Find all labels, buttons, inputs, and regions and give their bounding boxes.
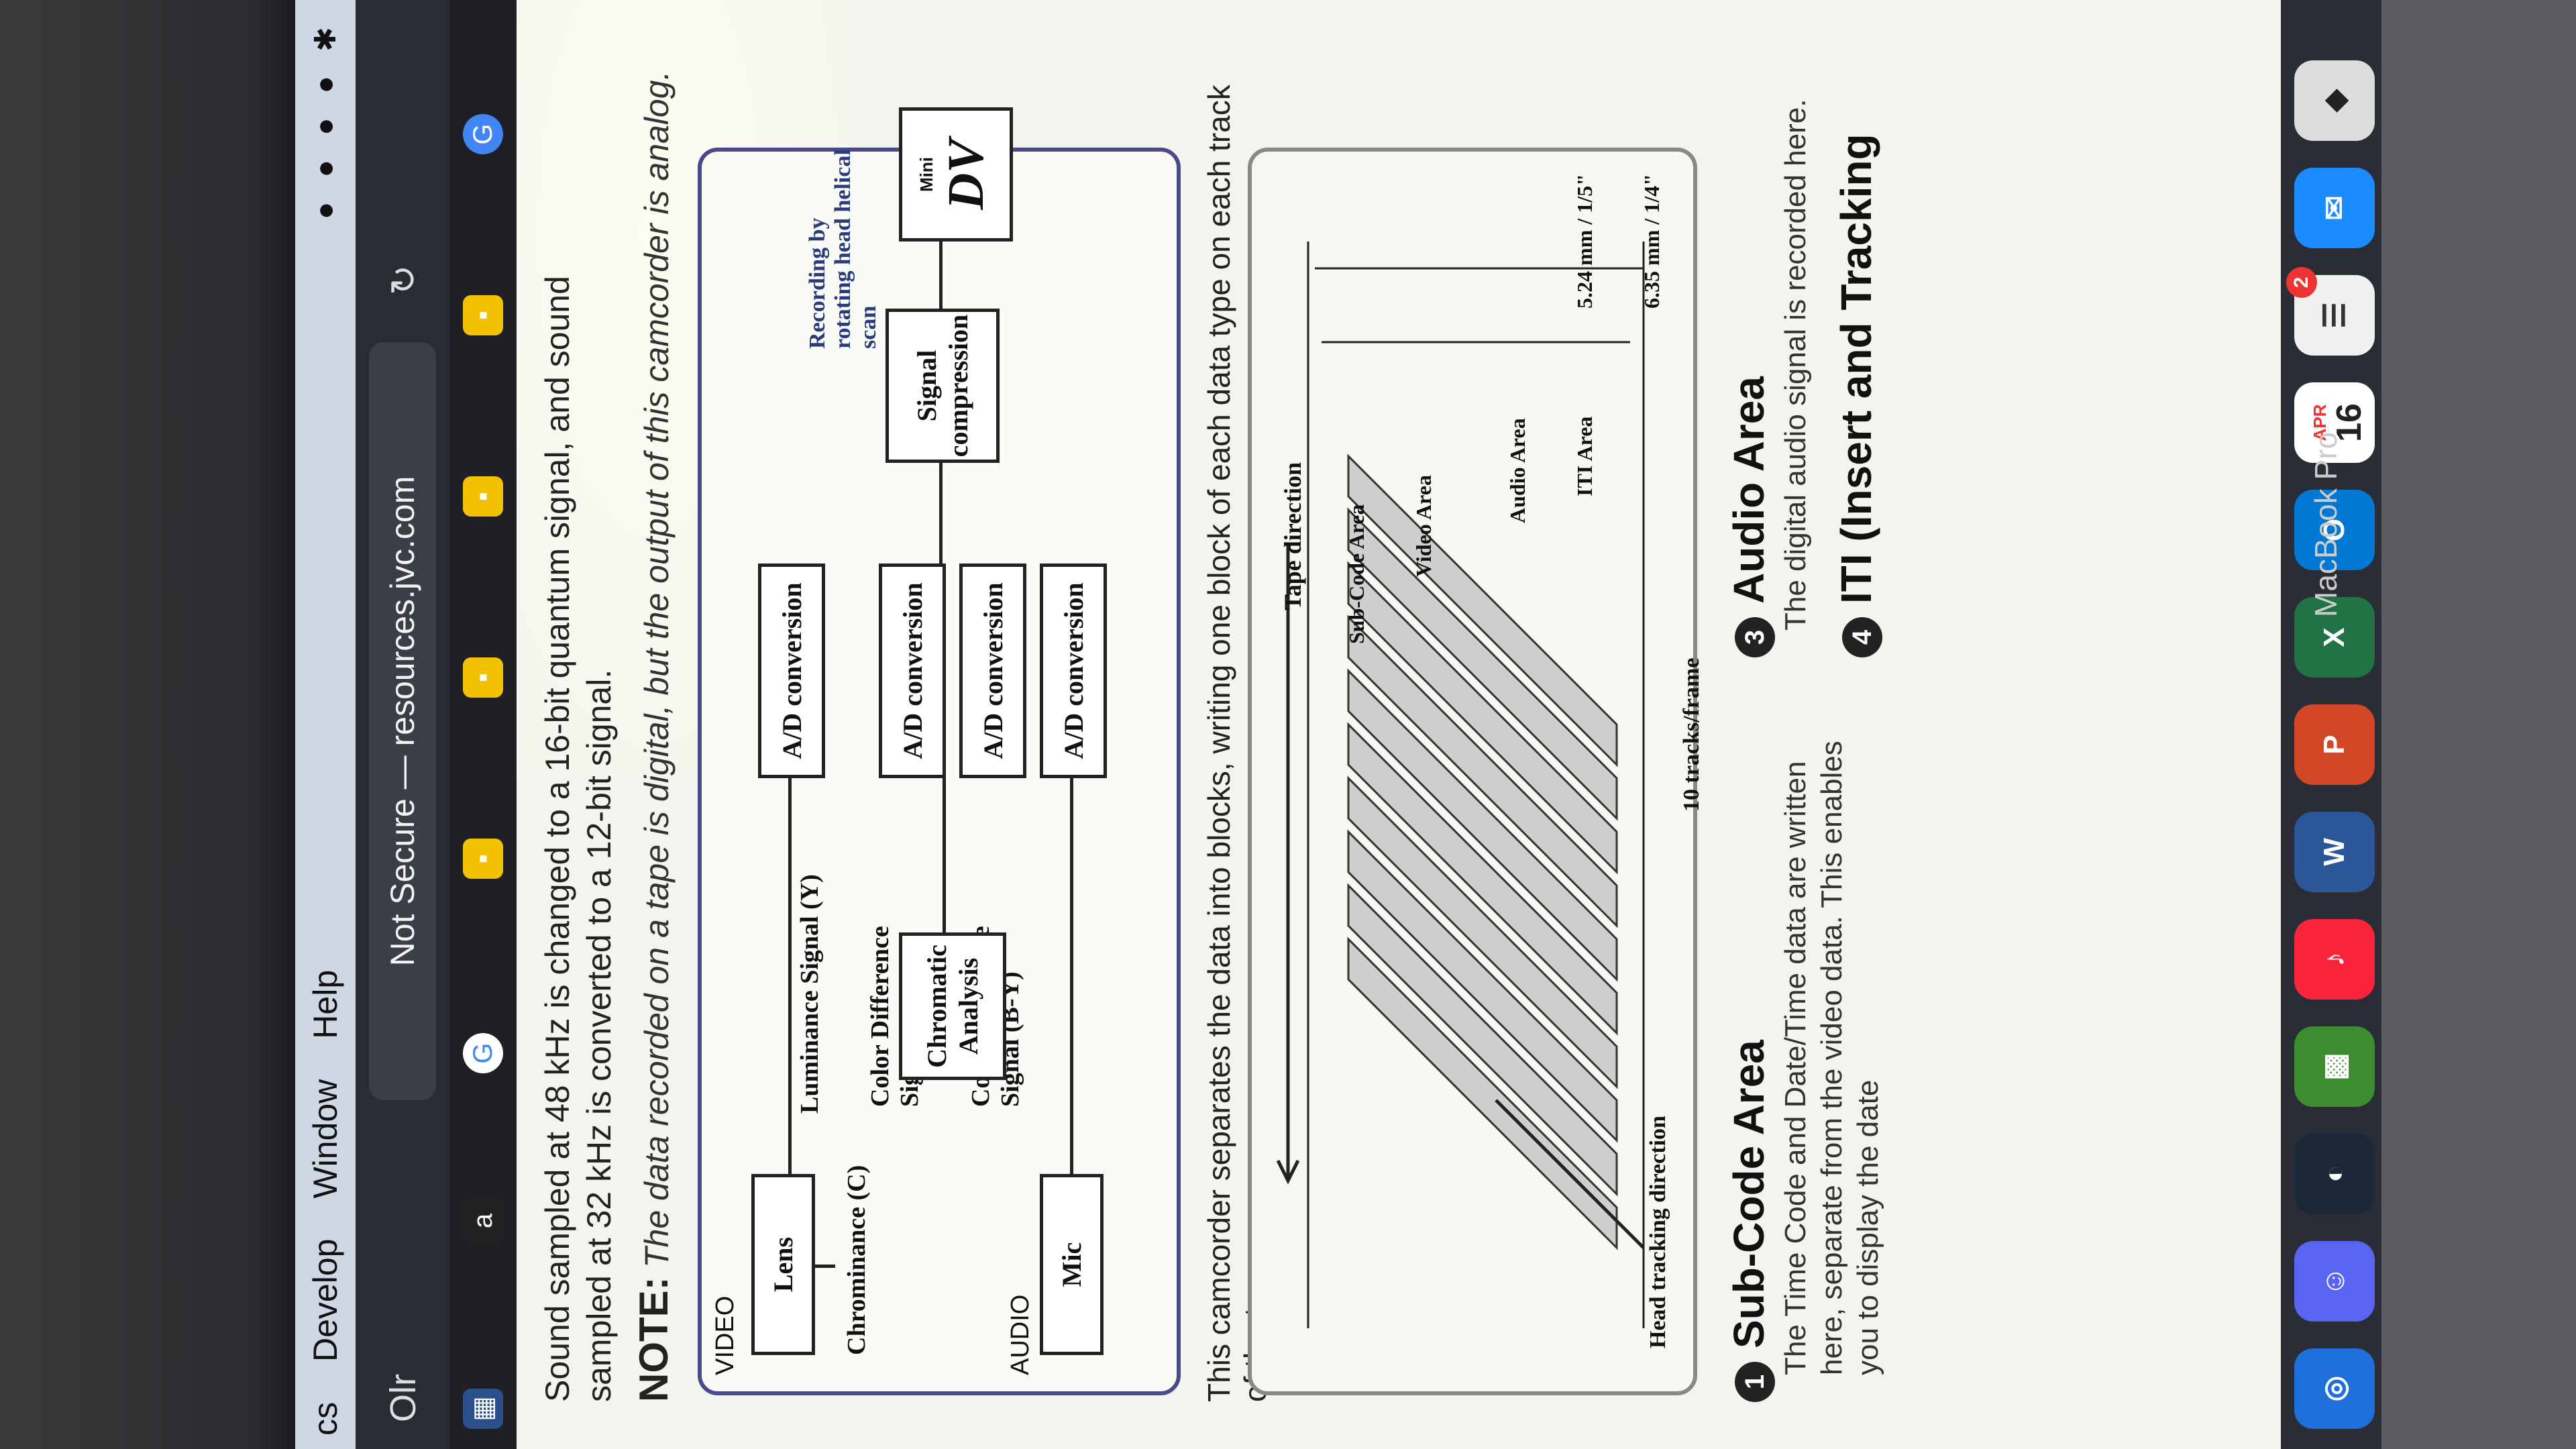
track-stripes <box>1347 453 1618 1250</box>
sub-code-area-label: Sub-Code Area <box>1344 504 1368 644</box>
mail-icon[interactable]: ✉ <box>2294 168 2375 248</box>
rotated-screen: cs Develop Window Help ● ● ● ● ✱ Olr Not… <box>295 0 2381 1449</box>
note-body: The data recorded on a tape is digital, … <box>638 70 676 1268</box>
tracks-per-frame-label: 10 tracks/frame <box>1679 657 1704 812</box>
ad-conversion-ry: A/D conversion <box>879 564 946 778</box>
word-icon[interactable]: W <box>2294 812 2375 892</box>
steam-icon[interactable]: ◐ <box>2294 1134 2375 1214</box>
menu-extras: ● ● ● ● ✱ <box>309 0 343 219</box>
section-3-body: The digital audio signal is recorded her… <box>1779 99 1812 631</box>
luminance-label: Luminance Signal (Y) <box>796 874 824 1114</box>
connector-ad-compression <box>939 463 943 564</box>
status-icon-3[interactable]: ● <box>308 117 341 136</box>
chrominance-label: Chrominance (C) <box>843 1165 871 1355</box>
width-outer-label: 6.35 mm / 1/4" <box>1640 174 1664 309</box>
menu-bar: cs Develop Window Help ● ● ● ● ✱ <box>295 0 356 1449</box>
ad-conversion-luminance: A/D conversion <box>758 564 825 778</box>
right-side-surface <box>2381 0 2576 1449</box>
tab-favicon-1[interactable]: ▦ <box>463 1389 503 1429</box>
tab-favicon-8[interactable]: G <box>463 114 503 154</box>
reminders-icon[interactable]: ☰2 <box>2286 267 2375 356</box>
reader-button[interactable]: Olr <box>383 1374 423 1422</box>
note-title: NOTE: <box>631 1277 676 1402</box>
ad-conversion-by: A/D conversion <box>959 564 1026 778</box>
bluetooth-icon[interactable]: ✱ <box>309 27 342 52</box>
section-1-heading: Sub-Code Area <box>1725 1040 1773 1348</box>
app-icon-square[interactable]: ◆ <box>2294 60 2375 141</box>
section-3-heading: Audio Area <box>1725 376 1773 604</box>
laptop: cs Develop Window Help ● ● ● ● ✱ Olr Not… <box>295 0 2381 1449</box>
mini-dv-logo: Mini DV <box>899 107 1013 241</box>
url-text: Not Secure — resources.jvc.com <box>384 476 421 967</box>
section-4-title: 4 ITI (Insert and Tracking <box>1831 133 1882 657</box>
address-bar[interactable]: Not Secure — resources.jvc.com <box>369 342 436 1100</box>
video-area-label: Video Area <box>1411 475 1436 577</box>
tape-direction-label: Tape direction <box>1279 462 1306 610</box>
menu-partial[interactable]: cs <box>307 1402 344 1436</box>
lens-block: Lens <box>751 1174 815 1355</box>
tab-favicon-google[interactable]: G <box>463 1033 503 1073</box>
music-icon[interactable]: ♪ <box>2294 919 2375 1000</box>
section-4-number: 4 <box>1842 617 1882 657</box>
section-3-title: 3 Audio Area <box>1724 376 1775 657</box>
powerpoint-icon[interactable]: P <box>2294 704 2375 785</box>
notification-badge: 2 <box>2286 267 2317 298</box>
section-4-heading: ITI (Insert and Tracking <box>1832 133 1880 604</box>
audio-area-label: Audio Area <box>1505 418 1529 523</box>
intro-paragraph: Sound sampled at 48 kHz is changed to a … <box>539 276 618 1402</box>
signal-compression-block: Signal compression <box>885 309 1000 463</box>
width-inner-label: 5.24 mm / 1/5" <box>1572 174 1597 309</box>
section-3-number: 3 <box>1735 617 1775 657</box>
chromatic-analysis-block: Chromatic Analysis <box>899 932 1006 1080</box>
minecraft-icon[interactable]: ▩ <box>2294 1026 2375 1107</box>
video-section-label: VIDEO <box>711 1295 739 1375</box>
audio-section-label: AUDIO <box>1006 1294 1034 1375</box>
menu-help[interactable]: Help <box>307 969 344 1039</box>
connector-lens-down <box>815 1265 835 1268</box>
mini-dv-big: DV <box>938 139 994 210</box>
status-icon-2[interactable]: ● <box>308 160 341 178</box>
status-icon-4[interactable]: ● <box>308 75 341 94</box>
tab-favicon-5[interactable]: ▪ <box>463 657 503 698</box>
connector-mic-ad <box>1070 778 1073 1174</box>
head-direction-label: Head tracking direction <box>1646 1116 1670 1348</box>
discord-icon[interactable]: ☺ <box>2294 1241 2375 1322</box>
tape-track-diagram <box>1276 241 1645 1328</box>
section-1-body: The Time Code and Date/Time data are wri… <box>1779 741 1884 1375</box>
menu-window[interactable]: Window <box>307 1079 344 1199</box>
status-icon-1[interactable]: ● <box>308 201 341 220</box>
connector-chroma-ad <box>943 778 946 932</box>
tab-favicon-amazon[interactable]: a <box>463 1201 503 1241</box>
tab-favicon-4[interactable]: ▪ <box>463 839 503 879</box>
connector-compression-dv <box>939 241 943 309</box>
section-1-number: 1 <box>1735 1362 1775 1402</box>
mic-block: Mic <box>1040 1174 1104 1355</box>
head-direction-arrow <box>1495 1099 1645 1249</box>
ad-conversion-audio: A/D conversion <box>1040 564 1107 778</box>
safari-icon[interactable]: ◎ <box>2294 1348 2375 1429</box>
recording-note: Recording by rotating head helical scan <box>805 149 881 349</box>
reload-icon[interactable]: ↻ <box>384 264 424 295</box>
menu-develop[interactable]: Develop <box>307 1238 344 1362</box>
tab-favicon-7[interactable]: ▪ <box>463 295 503 335</box>
macbook-pro-label: MacBook Pro <box>2308 431 2343 617</box>
tab-favicon-6[interactable]: ▪ <box>463 476 503 517</box>
section-1-title: 1 Sub-Code Area <box>1724 1040 1775 1402</box>
connector-lens-ad <box>788 778 792 1174</box>
mini-dv-small: Mini <box>916 157 936 192</box>
iti-area-label: ITI Area <box>1572 416 1597 496</box>
